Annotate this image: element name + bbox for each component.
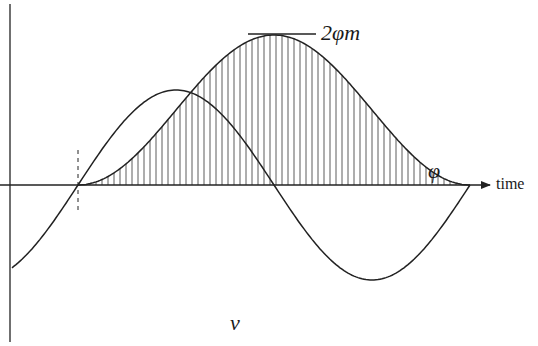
hatch-stroke xyxy=(318,53,319,185)
start-marker xyxy=(78,150,79,210)
hatch-stroke xyxy=(174,112,175,185)
hatch-stroke xyxy=(120,169,121,185)
hatch-stroke xyxy=(168,120,169,185)
hatch-stroke xyxy=(264,36,265,185)
hatch-stroke xyxy=(162,127,163,185)
hatch-stroke xyxy=(246,42,247,185)
hatch-stroke xyxy=(204,78,205,186)
axis-label: v xyxy=(230,312,240,334)
hatch-stroke xyxy=(366,103,367,185)
hatch-stroke xyxy=(144,147,145,185)
leader-line xyxy=(248,33,316,34)
hatch-stroke xyxy=(396,138,397,185)
hatch-stroke xyxy=(222,60,223,185)
hatch-stroke xyxy=(180,105,181,185)
hatch-stroke xyxy=(384,124,385,185)
hatch-stroke xyxy=(198,84,199,185)
hatch-stroke xyxy=(150,140,151,185)
hatch-stroke xyxy=(282,36,283,185)
hatch-stroke xyxy=(426,167,427,185)
hatch-stroke xyxy=(216,65,217,185)
hatch-stroke xyxy=(414,157,415,185)
axis-label: time xyxy=(496,176,524,192)
hatch-stroke xyxy=(306,45,307,185)
hatch-stroke xyxy=(354,89,355,185)
hatch-stroke xyxy=(252,40,253,185)
hatch-stroke xyxy=(330,63,331,185)
time-axis xyxy=(0,184,490,185)
hatch-stroke xyxy=(210,71,211,185)
axis-label: φ xyxy=(428,160,440,182)
hatch-stroke xyxy=(108,177,109,186)
hatch-stroke xyxy=(402,145,403,185)
hatch-stroke xyxy=(132,159,133,185)
hatch-stroke xyxy=(156,134,157,185)
hatch-stroke xyxy=(324,58,325,185)
hatch-stroke xyxy=(408,151,409,185)
hatch-stroke xyxy=(114,173,115,185)
hatch-stroke xyxy=(240,46,241,185)
hatching xyxy=(84,35,468,185)
hatch-stroke xyxy=(360,96,361,185)
hatch-stroke xyxy=(342,75,343,185)
hatch-stroke xyxy=(192,91,193,185)
hatch-stroke xyxy=(348,82,349,185)
hatch-stroke xyxy=(186,98,187,185)
hatch-stroke xyxy=(288,37,289,185)
axis-label: 2φm xyxy=(321,22,360,44)
hatch-stroke xyxy=(390,131,391,185)
voltage-curve xyxy=(12,90,470,280)
hatch-stroke xyxy=(270,35,271,185)
hatch-stroke xyxy=(420,162,421,185)
hatch-stroke xyxy=(336,69,337,185)
hatch-stroke xyxy=(378,117,379,185)
hatch-stroke xyxy=(312,49,313,186)
hatch-stroke xyxy=(258,38,259,186)
hatch-stroke xyxy=(300,41,301,185)
hatch-stroke xyxy=(294,39,295,185)
hatch-stroke xyxy=(234,50,235,185)
flux-curve xyxy=(78,35,470,185)
hatch-stroke xyxy=(372,110,373,185)
vertical-axis xyxy=(9,4,10,342)
hatch-stroke xyxy=(126,164,127,185)
hatch-stroke xyxy=(138,153,139,185)
hatch-stroke xyxy=(276,35,277,185)
